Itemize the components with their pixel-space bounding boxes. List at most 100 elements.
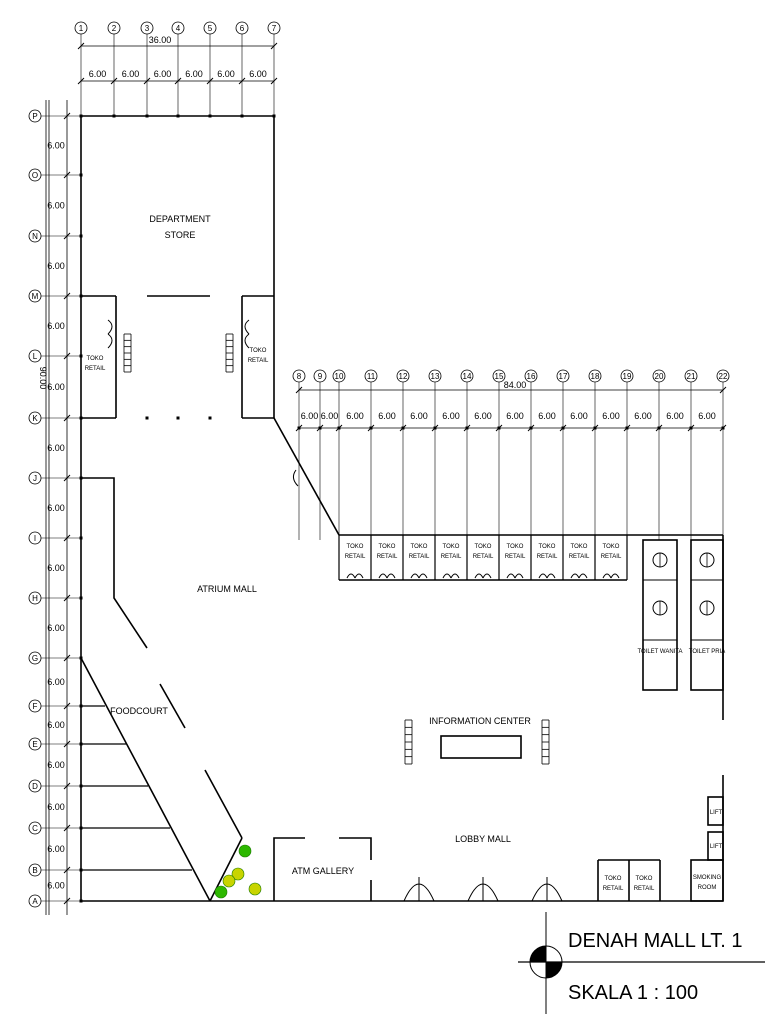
- dimension-text: 6.00: [47, 720, 65, 730]
- dimension-tick: [719, 386, 727, 394]
- shop-label: TOKO: [250, 348, 267, 354]
- dimension-text: 6.00: [47, 443, 65, 453]
- shop-label: TOKO: [539, 544, 556, 550]
- planter: [248, 882, 262, 896]
- grid-label-col: 1: [79, 24, 84, 33]
- column-node: [208, 416, 212, 420]
- shop-label: RETAIL: [409, 554, 430, 560]
- dimension-text: 6.00: [346, 411, 364, 421]
- walls: [80, 115, 724, 902]
- column-node: [79, 234, 83, 238]
- grid-label-col: 10: [335, 372, 344, 381]
- grid-label-row: O: [32, 171, 38, 180]
- column-node: [689, 426, 693, 430]
- grid-label-col: 9: [318, 372, 323, 381]
- dimension-tick: [63, 824, 71, 832]
- column-node: [240, 114, 244, 118]
- dimension-text: 6.00: [122, 69, 140, 79]
- dimension-text: 6.00: [217, 69, 235, 79]
- dimension-tick: [63, 414, 71, 422]
- dimension-text: 6.00: [506, 411, 524, 421]
- shop-label: TOKO: [636, 876, 653, 882]
- drawing-scale: SKALA 1 : 100: [568, 982, 698, 1004]
- dimension-tick: [63, 112, 71, 120]
- grid-label-col: 22: [719, 372, 728, 381]
- shop-label: TOKO: [411, 544, 428, 550]
- dimension-tick: [63, 594, 71, 602]
- shop-label: RETAIL: [345, 554, 366, 560]
- column-node: [79, 826, 83, 830]
- grid-label-col: 21: [687, 372, 696, 381]
- column-node: [497, 426, 501, 430]
- shop-label: TOKO: [87, 356, 104, 362]
- door-swing: [292, 469, 299, 487]
- grid-label-row: J: [33, 474, 37, 483]
- column-node: [145, 416, 149, 420]
- planter: [222, 874, 236, 888]
- dimension-tick: [63, 474, 71, 482]
- dimension-tick: [63, 866, 71, 874]
- column-node: [369, 426, 373, 430]
- column-node: [79, 868, 83, 872]
- dimension-text: 6.00: [474, 411, 492, 421]
- shop-label: RETAIL: [569, 554, 590, 560]
- shop-label: TOKO: [507, 544, 524, 550]
- column-node: [318, 426, 322, 430]
- north-arrow-fill: [530, 946, 562, 978]
- dimension-tick: [63, 534, 71, 542]
- column-node: [79, 173, 83, 177]
- grid-label-col: 14: [463, 372, 472, 381]
- dimension-text: 6.00: [47, 677, 65, 687]
- grid-label-col: 2: [112, 24, 117, 33]
- lobby-label: LOBBY MALL: [455, 834, 511, 844]
- toilet-pria-label: TOILET PRIA: [689, 649, 725, 655]
- door-swing: [410, 573, 428, 579]
- grid-label-row: L: [33, 352, 38, 361]
- column-node: [79, 784, 83, 788]
- grid-label-row: I: [34, 534, 36, 543]
- info-center-label: INFORMATION CENTER: [429, 716, 531, 726]
- dimension-text: 36.00: [149, 35, 172, 45]
- shop-label: RETAIL: [248, 358, 269, 364]
- entrance-door: [531, 877, 563, 902]
- dimension-tick: [174, 77, 182, 85]
- door-swing: [107, 319, 113, 349]
- grid-label-col: 7: [272, 24, 277, 33]
- grid-label-col: 11: [367, 372, 376, 381]
- column-node: [208, 114, 212, 118]
- column-node: [79, 536, 83, 540]
- column-node: [529, 426, 533, 430]
- foodcourt-label: FOODCOURT: [110, 706, 168, 716]
- info-center-desk: [440, 735, 522, 759]
- door-swing: [442, 573, 460, 579]
- grid-label-row: E: [32, 740, 37, 749]
- wall: [81, 477, 148, 649]
- dimension-text: 6.00: [538, 411, 556, 421]
- dimension-tick: [77, 77, 85, 85]
- dimension-tick: [143, 77, 151, 85]
- shop-label: RETAIL: [601, 554, 622, 560]
- column-node: [145, 114, 149, 118]
- shop-label: RETAIL: [441, 554, 462, 560]
- dimension-text: 6.00: [378, 411, 396, 421]
- entrance-door: [403, 877, 435, 902]
- column-node: [79, 354, 83, 358]
- door-swing: [346, 573, 364, 579]
- grid-label-row: C: [32, 824, 38, 833]
- grid-label-col: 4: [176, 24, 181, 33]
- wall: [204, 769, 243, 839]
- dimension-tick: [110, 77, 118, 85]
- dimension-text: 6.00: [698, 411, 716, 421]
- shop-label: TOKO: [347, 544, 364, 550]
- dimension-text: 6.00: [47, 802, 65, 812]
- column-node: [176, 416, 180, 420]
- smoking-room-label: SMOKING: [693, 875, 722, 881]
- dimension-text: 6.00: [47, 503, 65, 513]
- column-node: [176, 114, 180, 118]
- dimension-tick: [63, 702, 71, 710]
- column-node: [79, 899, 83, 903]
- grid-label-col: 16: [527, 372, 536, 381]
- toilet-wanita-label: TOILET WANITA: [637, 649, 682, 655]
- dimension-tick: [63, 897, 71, 905]
- grid-label-row: N: [32, 232, 38, 241]
